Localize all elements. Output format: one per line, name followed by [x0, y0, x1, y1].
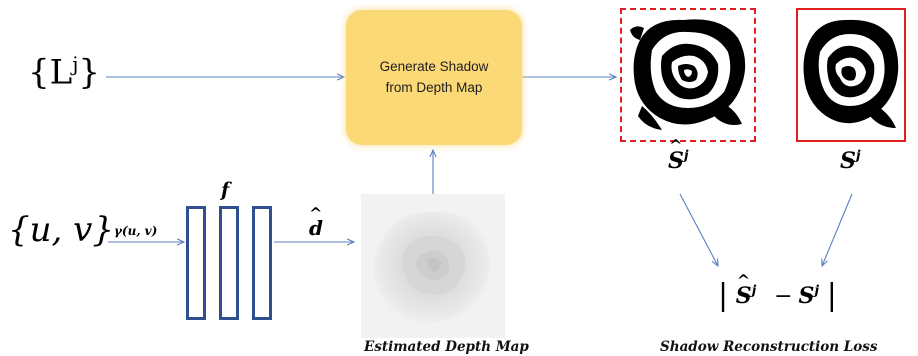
loss-left-bar: | — [718, 278, 729, 313]
rose-shadow-estimated-icon — [622, 10, 754, 140]
loss-caption: Shadow Reconstruction Loss — [660, 339, 878, 355]
positional-encoding-label: γ(u, v) — [114, 224, 158, 238]
estimated-shadow-image — [620, 8, 756, 142]
network-layer-1 — [186, 206, 206, 320]
estimated-shadow-symbol: S — [668, 148, 684, 174]
loss-estimated-symbol: S — [735, 283, 752, 309]
ground-truth-shadow-symbol: S — [840, 148, 856, 174]
loss-minus: − — [774, 284, 793, 309]
ground-truth-shadow-superscript: j — [855, 148, 861, 164]
loss-gt-superscript: j — [814, 283, 820, 299]
arrow-gt-to-loss — [822, 193, 853, 266]
estimated-shadow-superscript: j — [683, 148, 689, 164]
network-block — [186, 206, 272, 320]
depth-map-image — [361, 194, 505, 338]
generate-shadow-box: Generate Shadow from Depth Map — [346, 10, 522, 145]
light-set-label: {Lj} — [28, 52, 100, 92]
network-layer-3 — [252, 206, 272, 320]
loss-right-bar: | — [826, 278, 837, 313]
depth-map-caption: Estimated Depth Map — [364, 339, 529, 355]
light-set-close: } — [78, 52, 101, 93]
depth-symbol: d — [309, 216, 323, 240]
loss-hat: ^ — [736, 271, 751, 290]
depth-hat: ^ — [309, 204, 323, 223]
rose-depth-icon — [361, 194, 505, 338]
estimated-shadow-label: ^ S j — [668, 136, 689, 174]
ground-truth-shadow-image — [796, 8, 906, 142]
ground-truth-shadow-label: Sj — [840, 148, 861, 174]
generate-shadow-line2: from Depth Map — [385, 79, 483, 95]
loss-formula: | ^ S j −Sj | — [718, 271, 837, 313]
depth-label: ^ d — [309, 204, 323, 240]
light-set-superscript: j — [72, 52, 79, 76]
rose-shadow-ground-truth-icon — [798, 10, 904, 140]
uv-set-label: {u, v} — [8, 210, 114, 250]
loss-gt-symbol: S — [798, 283, 815, 309]
estimated-shadow-hat: ^ — [669, 136, 683, 155]
loss-estimated-superscript: j — [751, 283, 757, 299]
arrow-estimated-to-loss — [679, 193, 718, 266]
network-layer-2 — [219, 206, 239, 320]
network-label: f — [221, 179, 230, 201]
light-set-open: {L — [28, 52, 73, 93]
generate-shadow-line1: Generate Shadow — [379, 58, 489, 74]
